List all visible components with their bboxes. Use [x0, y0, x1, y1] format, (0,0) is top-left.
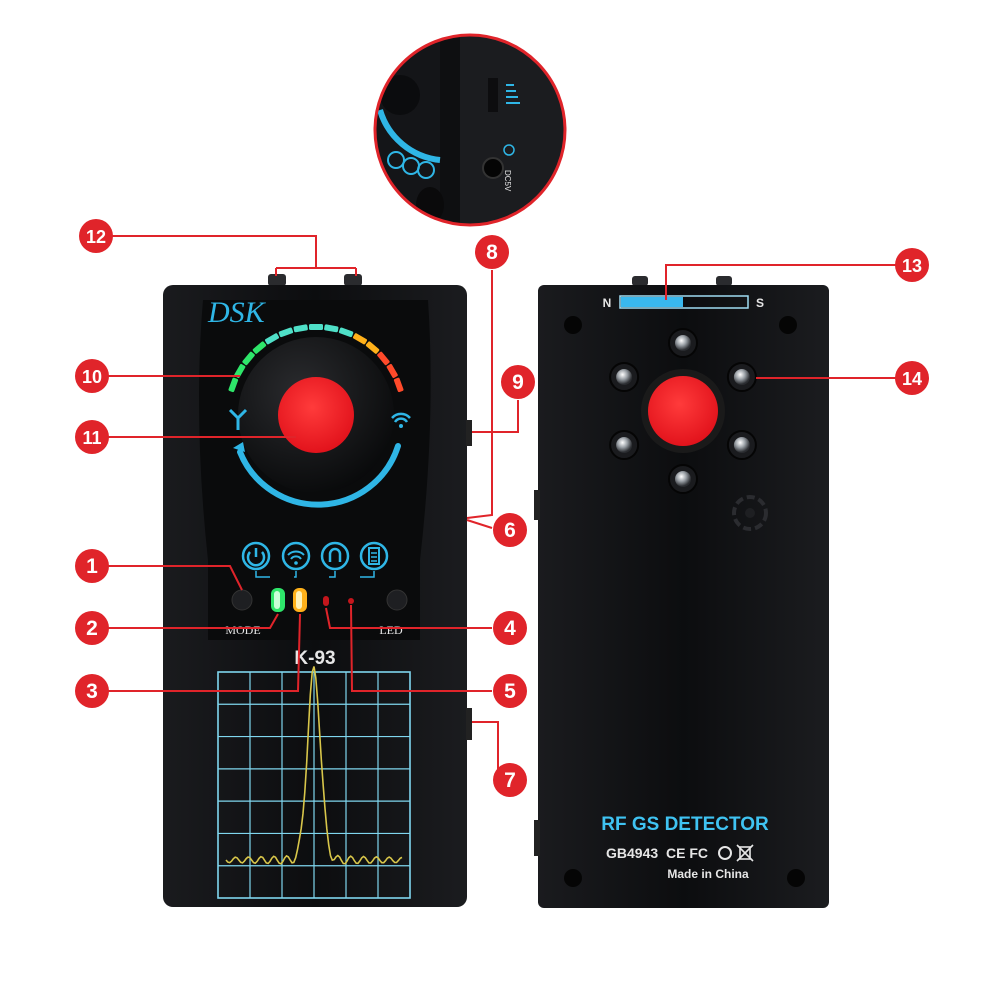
svg-text:8: 8	[486, 241, 498, 264]
back-title: RF GS DETECTOR	[601, 814, 769, 835]
callout-4: 4	[493, 611, 527, 645]
mode-label: MODE	[225, 623, 260, 637]
svg-text:2: 2	[86, 617, 98, 640]
dc-port-icon	[503, 144, 515, 156]
led-red-dot	[348, 598, 354, 604]
side-port-7	[466, 708, 472, 740]
callout-5: 5	[493, 674, 527, 708]
level-segment	[352, 333, 368, 345]
svg-text:14: 14	[902, 369, 922, 389]
callout-lines	[108, 235, 896, 778]
infrared-led-ring	[609, 328, 757, 494]
level-segment	[386, 363, 398, 379]
origin-label: Made in China	[667, 867, 749, 881]
callout-8: 8	[475, 235, 509, 269]
mode-button	[231, 589, 253, 611]
back-device: N S RF GS DETECTOR GB4943 CE FC Made in	[534, 276, 829, 908]
level-segment	[242, 351, 255, 366]
svg-text:12: 12	[86, 227, 106, 247]
level-segment	[234, 363, 246, 379]
level-segment	[252, 341, 267, 354]
svg-text:7: 7	[504, 769, 516, 792]
callout-2: 2	[75, 611, 109, 645]
mode-icons-row	[241, 541, 389, 578]
top-button-left	[268, 274, 286, 286]
top-button-right	[344, 274, 362, 286]
side-port-9	[466, 420, 472, 446]
antenna-icon	[228, 408, 248, 430]
level-segment	[365, 341, 380, 354]
recycle-icon	[718, 846, 732, 860]
side-detail-inset: DC5V	[373, 33, 567, 227]
level-segment	[324, 324, 339, 333]
front-device: DSK	[163, 274, 472, 907]
led-button	[386, 589, 408, 611]
model-label: K-93	[294, 648, 335, 669]
screw	[779, 316, 797, 334]
cert-code: GB4943	[606, 845, 658, 861]
compass-n-label: N	[603, 296, 612, 310]
weee-bin-icon	[736, 844, 754, 862]
level-segment	[228, 377, 239, 393]
compass-s-label: S	[756, 296, 764, 310]
power-icon	[241, 541, 271, 571]
wifi-icon	[281, 541, 311, 571]
callout-7: 7	[493, 763, 527, 797]
callout-6: 6	[493, 513, 527, 547]
blue-arc-indicator	[237, 443, 401, 508]
svg-text:9: 9	[512, 371, 524, 394]
callout-badges: 1 2 3 4 5 6 7 8 9 10 11 12 13 14	[75, 219, 929, 797]
svg-text:5: 5	[504, 680, 516, 703]
svg-text:13: 13	[902, 256, 922, 276]
signal-level-arc	[228, 324, 404, 393]
screw	[787, 869, 805, 887]
callout-9: 9	[501, 365, 535, 399]
svg-text:3: 3	[86, 680, 98, 703]
level-segment	[264, 333, 280, 345]
svg-text:DSK: DSK	[207, 296, 267, 329]
callout-10: 10	[75, 359, 109, 393]
level-segment	[377, 351, 390, 366]
screw	[564, 869, 582, 887]
callout-13: 13	[895, 248, 929, 282]
cert-marks: CE FC	[666, 845, 708, 861]
level-segment	[278, 327, 294, 338]
compass-strip: N S	[603, 295, 764, 310]
screw	[564, 316, 582, 334]
battery-icon	[359, 541, 389, 571]
led-label: LED	[379, 623, 403, 637]
led-red-small	[323, 596, 329, 606]
level-segment	[338, 327, 354, 338]
svg-text:10: 10	[82, 367, 102, 387]
brand-logo: DSK	[207, 296, 267, 329]
magnet-icon	[320, 541, 350, 571]
front-red-button	[278, 377, 354, 453]
svg-text:1: 1	[86, 555, 98, 578]
level-segment	[293, 324, 308, 333]
callout-11: 11	[75, 420, 109, 454]
svg-text:6: 6	[504, 519, 516, 542]
speaker-icon	[732, 495, 768, 531]
svg-text:4: 4	[504, 617, 516, 640]
callout-12: 12	[79, 219, 113, 253]
oscilloscope-graphic	[217, 666, 411, 899]
level-segment	[393, 377, 404, 393]
wifi-icon	[391, 412, 411, 428]
callout-1: 1	[75, 549, 109, 583]
callout-14: 14	[895, 361, 929, 395]
dc-port-label: DC5V	[503, 170, 512, 192]
callout-3: 3	[75, 674, 109, 708]
level-segment	[309, 324, 323, 330]
svg-text:11: 11	[82, 428, 101, 448]
